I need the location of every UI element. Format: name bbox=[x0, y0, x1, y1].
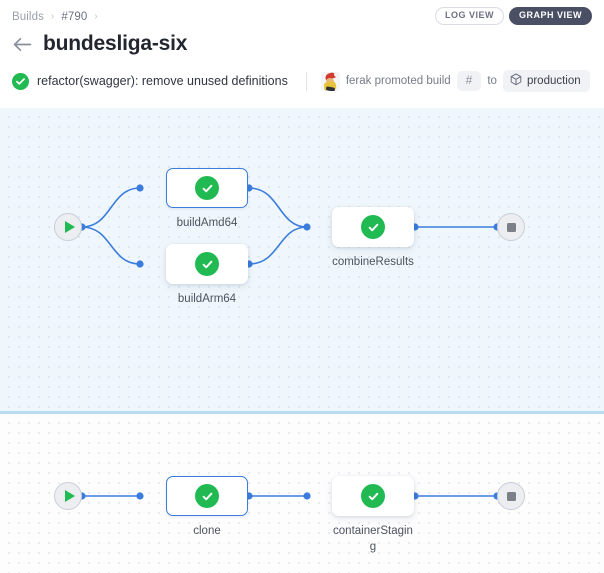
commit-message: refactor(swagger): remove unused definit… bbox=[37, 74, 288, 88]
pipeline-node-combineresults[interactable]: combineResults bbox=[330, 207, 416, 270]
promotion-connector: to bbox=[487, 75, 497, 87]
breadcrumb: Builds › #790 › bbox=[12, 0, 592, 26]
build-hash-badge[interactable]: # bbox=[456, 71, 482, 91]
bottom-start-node[interactable] bbox=[54, 482, 82, 510]
node-label: combineResults bbox=[332, 256, 414, 268]
status-success-icon bbox=[195, 252, 219, 276]
node-card[interactable] bbox=[332, 476, 414, 516]
status-divider bbox=[305, 71, 307, 91]
node-label: containerStaging bbox=[333, 525, 413, 554]
node-label: buildArm64 bbox=[177, 293, 237, 305]
top-start-node[interactable] bbox=[54, 213, 82, 241]
breadcrumb-item-builds[interactable]: Builds bbox=[12, 10, 44, 23]
graph-pane-divider bbox=[0, 411, 604, 414]
status-success-icon bbox=[361, 215, 385, 239]
bottom-end-node[interactable] bbox=[497, 482, 525, 510]
breadcrumb-separator-icon: › bbox=[50, 11, 55, 22]
promotion-info: ferak promoted build # to production bbox=[320, 70, 590, 92]
back-arrow-icon[interactable] bbox=[12, 34, 32, 54]
page-title: bundesliga-six bbox=[43, 32, 188, 55]
play-icon bbox=[64, 490, 75, 502]
breadcrumb-separator-icon-2: › bbox=[94, 11, 98, 22]
breadcrumb-item-build-number[interactable]: #790 bbox=[61, 10, 88, 23]
view-toggle: LOG VIEW GRAPH VIEW bbox=[434, 7, 592, 25]
node-label: clone bbox=[193, 525, 221, 537]
status-row: refactor(swagger): remove unused definit… bbox=[12, 66, 592, 96]
node-card[interactable] bbox=[332, 207, 414, 247]
title-row: bundesliga-six bbox=[12, 28, 592, 60]
pipeline-graph-canvas[interactable]: buildAmd64 buildArm64 combineResults bbox=[0, 108, 604, 573]
node-card[interactable] bbox=[166, 244, 248, 284]
graph-pane-top bbox=[0, 108, 604, 411]
node-card[interactable] bbox=[166, 476, 248, 516]
stop-icon bbox=[506, 491, 516, 501]
avatar bbox=[320, 71, 340, 91]
cube-icon bbox=[510, 73, 522, 89]
check-circle-icon bbox=[12, 72, 29, 90]
pipeline-node-clone[interactable]: clone bbox=[164, 476, 250, 539]
top-end-node[interactable] bbox=[497, 213, 525, 241]
pipeline-node-buildamd64[interactable]: buildAmd64 bbox=[164, 168, 250, 231]
play-icon bbox=[64, 221, 75, 233]
tab-log-view[interactable]: LOG VIEW bbox=[434, 7, 504, 25]
pipeline-node-containerstaging[interactable]: containerStaging bbox=[330, 476, 416, 556]
promotion-text: ferak promoted build bbox=[345, 75, 451, 87]
node-card[interactable] bbox=[166, 168, 248, 208]
pipeline-node-buildarm64[interactable]: buildArm64 bbox=[164, 244, 250, 307]
status-success-icon bbox=[195, 484, 219, 508]
status-success-icon bbox=[195, 176, 219, 200]
environment-chip[interactable]: production bbox=[502, 70, 590, 92]
environment-label: production bbox=[526, 75, 581, 87]
stop-icon bbox=[506, 222, 516, 232]
tab-graph-view[interactable]: GRAPH VIEW bbox=[508, 7, 592, 25]
page-header: Builds › #790 › LOG VIEW GRAPH VIEW bund… bbox=[0, 0, 604, 108]
status-success-icon bbox=[361, 484, 385, 508]
node-label: buildAmd64 bbox=[176, 217, 238, 229]
